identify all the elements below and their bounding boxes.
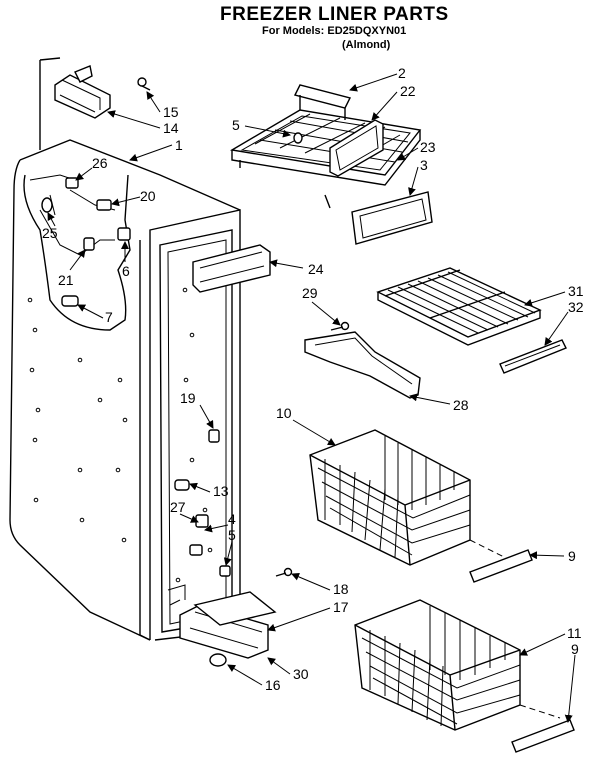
callout-21: 21 <box>58 272 74 288</box>
top-shelf-assembly <box>229 84 422 209</box>
callout-9-upper: 9 <box>568 548 576 564</box>
callout-5-lower: 5 <box>228 527 236 543</box>
callout-5-top: 5 <box>232 117 240 133</box>
diagram-title: FREEZER LINER PARTS <box>220 4 449 25</box>
callout-13: 13 <box>213 483 229 499</box>
callout-18: 18 <box>333 581 349 597</box>
freezer-liner-body <box>9 57 241 641</box>
callout-25: 25 <box>42 225 58 241</box>
callout-10: 10 <box>276 405 292 421</box>
callout-28: 28 <box>453 397 469 413</box>
callout-labels: 2 22 5 23 3 15 14 1 26 20 25 6 21 7 24 2… <box>42 65 584 693</box>
callout-24: 24 <box>308 261 324 277</box>
callout-17: 17 <box>333 599 349 615</box>
callout-2: 2 <box>398 65 406 81</box>
callout-22: 22 <box>400 83 416 99</box>
lower-basket <box>354 599 561 731</box>
callout-20: 20 <box>140 188 156 204</box>
upper-basket-trim <box>469 549 533 583</box>
callout-9-lower: 9 <box>571 641 579 657</box>
callout-16: 16 <box>265 677 281 693</box>
callout-32: 32 <box>568 299 584 315</box>
callout-23: 23 <box>420 139 436 155</box>
liner-trim-strip <box>192 244 271 293</box>
callout-4: 4 <box>228 511 236 527</box>
callout-1: 1 <box>175 137 183 153</box>
upper-basket <box>309 429 521 566</box>
callout-26: 26 <box>92 155 108 171</box>
callout-31: 31 <box>568 283 584 299</box>
callout-6: 6 <box>122 263 130 279</box>
small-liner-parts <box>41 177 231 577</box>
lower-bracket <box>179 567 293 667</box>
callout-3: 3 <box>420 157 428 173</box>
top-bracket <box>54 65 151 119</box>
callout-30: 30 <box>293 666 309 682</box>
callout-15: 15 <box>163 104 179 120</box>
callout-29: 29 <box>302 285 318 301</box>
leader-lines <box>47 73 576 723</box>
model-number: For Models: ED25DQXYN01 <box>262 25 407 37</box>
model-color: (Almond) <box>342 39 391 51</box>
callout-7: 7 <box>105 309 113 325</box>
shelf-glass-panel <box>351 191 433 245</box>
shelf-support-bracket <box>304 321 421 399</box>
callout-14: 14 <box>163 120 179 136</box>
callout-19: 19 <box>180 390 196 406</box>
callout-27: 27 <box>170 499 186 515</box>
callout-11: 11 <box>567 625 582 641</box>
wire-shelf <box>376 267 567 374</box>
lower-basket-trim <box>511 719 575 753</box>
